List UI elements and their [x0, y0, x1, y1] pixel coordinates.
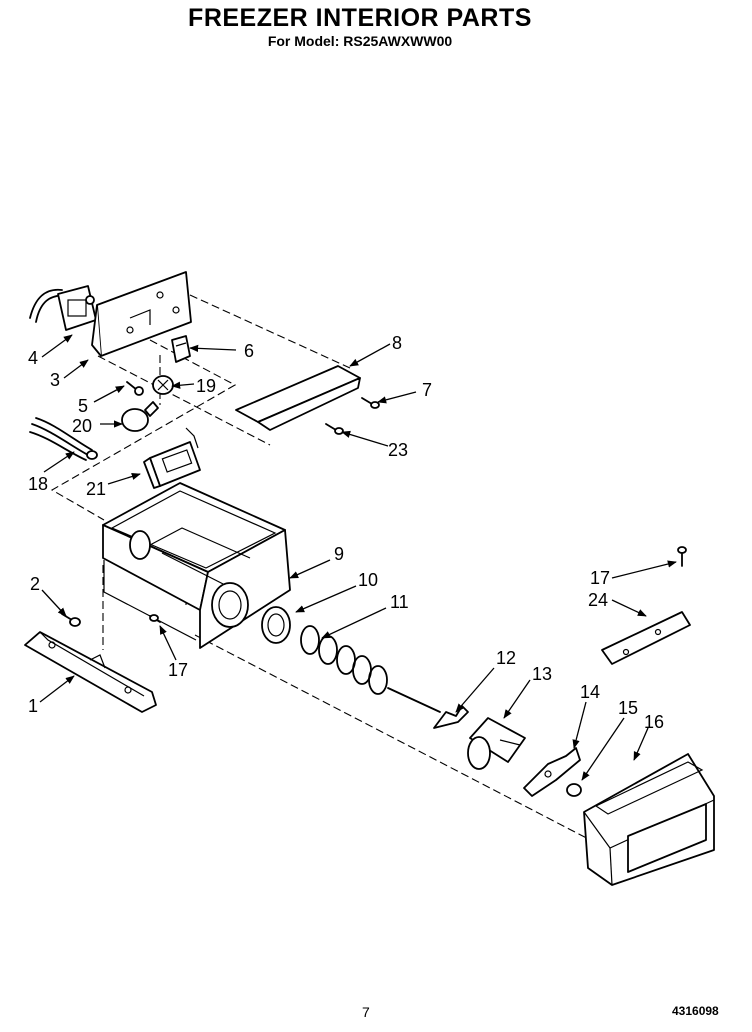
callout-24: 24 — [588, 590, 608, 610]
part-10-gasket — [261, 606, 291, 644]
callout-2: 2 — [30, 574, 40, 594]
part-13-cylinder — [467, 717, 526, 770]
callout-19: 19 — [196, 376, 216, 396]
callout-leaders — [39, 334, 677, 781]
callout-labels: 4 3 5 6 19 20 18 21 8 7 23 9 10 11 2 1 1… — [28, 333, 664, 732]
part-12-blade — [433, 705, 469, 729]
callout-10: 10 — [358, 570, 378, 590]
callout-15: 15 — [618, 698, 638, 718]
callout-12: 12 — [496, 648, 516, 668]
part-15-knob — [566, 783, 582, 797]
part-23-screw — [325, 423, 344, 435]
part-24-bracket — [601, 611, 691, 665]
callout-1: 1 — [28, 696, 38, 716]
callout-21: 21 — [86, 479, 106, 499]
part-19-socket — [152, 375, 174, 395]
page-number: 7 — [362, 1004, 370, 1020]
part-16-chute — [583, 753, 715, 886]
callout-16: 16 — [644, 712, 664, 732]
part-6-clip — [171, 335, 191, 363]
callout-9: 9 — [334, 544, 344, 564]
part-17-screw-lower — [149, 614, 161, 623]
callout-23: 23 — [388, 440, 408, 460]
part-5-screw — [126, 381, 144, 396]
page-title: FREEZER INTERIOR PARTS — [188, 4, 532, 32]
callout-11: 11 — [390, 592, 409, 612]
document-number: 4316098 — [672, 1004, 719, 1018]
part-7-screw — [361, 397, 380, 409]
callout-17-lower: 17 — [168, 660, 188, 680]
part-11-auger — [300, 625, 441, 713]
callout-8: 8 — [392, 333, 402, 353]
part-14-bracket — [523, 747, 581, 797]
part-18-wire-harness — [29, 417, 98, 461]
callout-7: 7 — [422, 380, 432, 400]
callout-14: 14 — [580, 682, 600, 702]
callout-6: 6 — [244, 341, 254, 361]
part-17-screw-upper — [677, 546, 687, 567]
callout-13: 13 — [532, 664, 552, 684]
model-subtitle: For Model: RS25AWXWW00 — [267, 33, 453, 49]
callout-3: 3 — [50, 370, 60, 390]
part-9-ice-bin — [102, 482, 291, 649]
part-20-bulb — [121, 401, 159, 432]
callout-18: 18 — [28, 474, 48, 494]
callout-4: 4 — [28, 348, 38, 368]
part-3-light-bracket — [91, 271, 192, 357]
callout-17-upper: 17 — [590, 568, 610, 588]
part-4-switch — [29, 285, 97, 331]
part-8-cover — [235, 365, 361, 431]
callout-20: 20 — [72, 416, 92, 436]
part-2-screw — [61, 613, 81, 627]
callout-5: 5 — [78, 396, 88, 416]
part-21-light-shield — [143, 427, 201, 489]
assembly-dashed-lines — [50, 294, 601, 846]
part-1-bracket — [24, 631, 157, 713]
